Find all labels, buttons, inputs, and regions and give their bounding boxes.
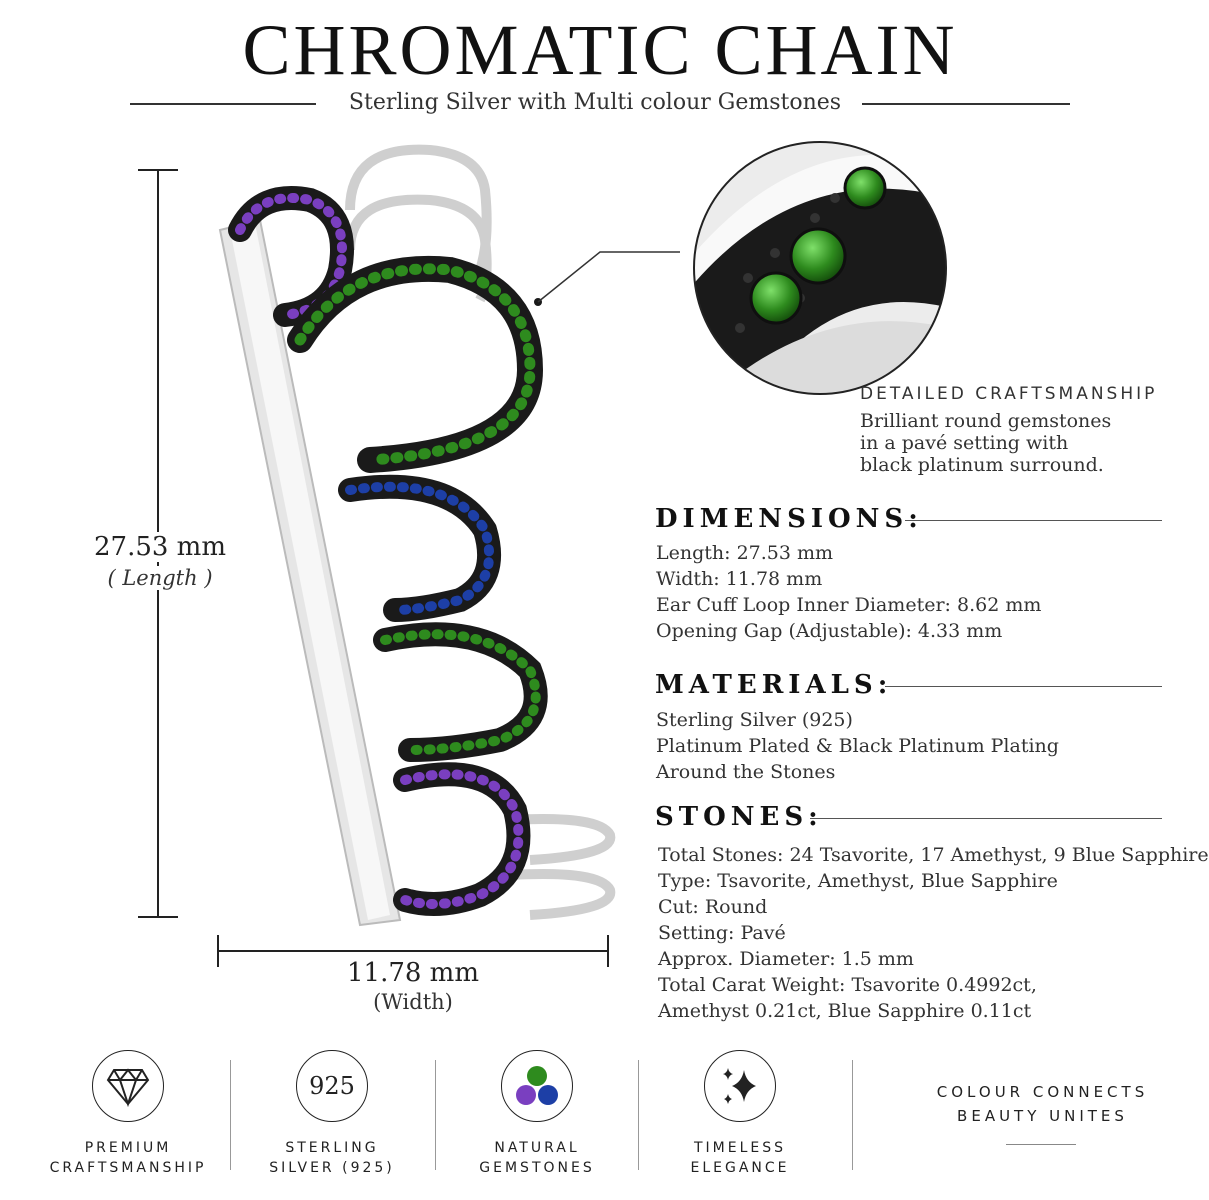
- dimension-item: Opening Gap (Adjustable): 4.33 mm: [656, 620, 1003, 642]
- feature-label-line: CRAFTSMANSHIP: [49, 1160, 207, 1176]
- length-dimension-cap-bottom: [138, 916, 178, 918]
- feature-label: PREMIUM CRAFTSMANSHIP: [38, 1138, 218, 1178]
- stone-item: Amethyst 0.21ct, Blue Sapphire 0.11ct: [658, 1000, 1032, 1022]
- feature-label-line: SILVER (925): [269, 1160, 395, 1176]
- feature-divider: [230, 1060, 231, 1170]
- feature-label-line: PREMIUM: [84, 1140, 172, 1156]
- feature-timeless-elegance: TIMELESS ELEGANCE: [650, 1050, 830, 1178]
- feature-label-line: ELEGANCE: [690, 1160, 790, 1176]
- materials-list: Sterling Silver (925) Platinum Plated & …: [656, 707, 1059, 785]
- stone-item: Total Carat Weight: Tsavorite 0.4992ct,: [658, 974, 1037, 996]
- feature-label: STERLING SILVER (925): [242, 1138, 422, 1178]
- motto-line: BEAUTY UNITES: [957, 1107, 1128, 1125]
- dimensions-rule: [905, 520, 1162, 521]
- feature-label-line: TIMELESS: [693, 1140, 787, 1156]
- detail-closeup-image: [693, 141, 947, 395]
- subtitle-rule-left: [130, 103, 316, 105]
- motto-rule: [1006, 1144, 1076, 1145]
- motto: COLOUR CONNECTS BEAUTY UNITES: [925, 1080, 1160, 1128]
- badge-text: 925: [309, 1072, 355, 1100]
- materials-rule: [885, 686, 1162, 687]
- feature-divider: [435, 1060, 436, 1170]
- subtitle: Sterling Silver with Multi colour Gemsto…: [348, 90, 842, 115]
- feature-sterling-silver: 925 STERLING SILVER (925): [242, 1050, 422, 1178]
- width-value: 11.78 mm: [346, 958, 479, 988]
- stone-item: Total Stones: 24 Tsavorite, 17 Amethyst,…: [658, 844, 1209, 866]
- detail-line: black platinum surround.: [860, 454, 1104, 476]
- feature-label-line: NATURAL: [494, 1140, 580, 1156]
- stone-item: Approx. Diameter: 1.5 mm: [658, 948, 914, 970]
- diamond-icon: [92, 1050, 164, 1122]
- motto-line: COLOUR CONNECTS: [936, 1083, 1149, 1101]
- material-item: Sterling Silver (925): [656, 709, 853, 731]
- stone-item: Type: Tsavorite, Amethyst, Blue Sapphire: [658, 870, 1058, 892]
- stones-list: Total Stones: 24 Tsavorite, 17 Amethyst,…: [658, 842, 1209, 1024]
- subtitle-row: Sterling Silver with Multi colour Gemsto…: [130, 88, 1070, 118]
- detail-line: in a pavé setting with: [860, 432, 1069, 454]
- dimensions-list: Length: 27.53 mm Width: 11.78 mm Ear Cuf…: [656, 540, 1041, 644]
- feature-natural-gemstones: NATURAL GEMSTONES: [447, 1050, 627, 1178]
- width-dimension-cap-left: [217, 935, 219, 967]
- material-item: Around the Stones: [656, 761, 836, 783]
- material-item: Platinum Plated & Black Platinum Plating: [656, 735, 1059, 757]
- feature-divider: [638, 1060, 639, 1170]
- length-label: ( Length ): [85, 566, 235, 590]
- materials-heading: MATERIALS:: [655, 670, 893, 700]
- stones-heading: STONES:: [655, 802, 823, 832]
- width-dimension-line: [218, 950, 608, 952]
- gemstones-icon: [501, 1050, 573, 1122]
- detail-title: DETAILED CRAFTSMANSHIP: [860, 384, 1158, 404]
- dimension-item: Ear Cuff Loop Inner Diameter: 8.62 mm: [656, 594, 1042, 616]
- width-dimension-cap-right: [607, 935, 609, 967]
- length-dimension-cap-top: [138, 169, 178, 171]
- page-title: CHROMATIC CHAIN: [242, 10, 958, 90]
- dimension-item: Width: 11.78 mm: [656, 568, 823, 590]
- stone-item: Cut: Round: [658, 896, 768, 918]
- stone-item: Setting: Pavé: [658, 922, 786, 944]
- width-label: (Width): [373, 990, 453, 1014]
- stones-rule: [810, 818, 1162, 819]
- ear-cuff-image: [218, 144, 680, 927]
- subtitle-rule-right: [862, 103, 1070, 105]
- 925-badge-icon: 925: [296, 1050, 368, 1122]
- feature-divider: [852, 1060, 853, 1170]
- sparkle-icon: [704, 1050, 776, 1122]
- dimension-item: Length: 27.53 mm: [656, 542, 834, 564]
- feature-label-line: STERLING: [285, 1140, 379, 1156]
- feature-label-line: GEMSTONES: [479, 1160, 595, 1176]
- feature-premium-craftsmanship: PREMIUM CRAFTSMANSHIP: [38, 1050, 218, 1178]
- length-value: 27.53 mm: [85, 532, 235, 562]
- dimensions-heading: DIMENSIONS:: [655, 504, 923, 534]
- feature-label: TIMELESS ELEGANCE: [650, 1138, 830, 1178]
- feature-label: NATURAL GEMSTONES: [447, 1138, 627, 1178]
- detail-description: Brilliant round gemstones in a pavé sett…: [860, 410, 1190, 476]
- detail-line: Brilliant round gemstones: [860, 410, 1112, 432]
